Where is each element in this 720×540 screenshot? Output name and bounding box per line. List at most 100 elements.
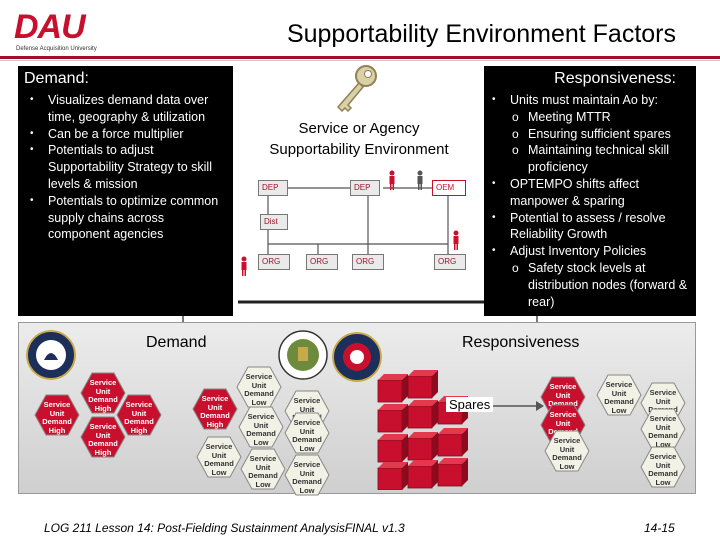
hex-label-line: Demand [246,429,276,439]
logo-tagline: Defense Acquisition University [16,46,97,52]
demand-bullet-text: Can be a force multiplier [48,126,184,141]
person-icon [241,256,247,276]
responsiveness-sub-text: Ensuring sufficient spares [528,126,671,141]
hex-label-line: Unit [555,390,571,400]
responsiveness-bullet-item: •Adjust Inventory Policies [484,243,696,260]
hex-label-line: Unit [131,408,147,418]
navy-seal-icon [26,330,76,380]
bullet-marker: • [30,94,34,105]
hex-label-line: Service [649,388,677,397]
hex-label-line: Unit [211,450,227,460]
hex-label-line: Unit [251,380,267,390]
responsiveness-sub-text: Safety stock levels at distribution node… [528,260,688,309]
demand-heading: Demand: [24,70,89,87]
hex-label-line: Service [125,400,153,409]
hex-label-line: Service [43,400,71,409]
bullet-marker: • [492,94,496,105]
hex-label-line: Unit [49,408,65,418]
hex-label-line: Demand [88,395,118,405]
sub-bullet-marker: o [512,126,519,141]
oem-box: OEM [432,180,466,196]
person-icon [389,170,395,190]
center-title: Service or Agency Supportability Environ… [236,118,482,160]
hex-label-line: Service [649,414,677,423]
hex-label-line: Demand [248,471,278,481]
hex-label-line: Demand [648,469,678,479]
hex-label-line: Demand [552,453,582,463]
center-title-line2: Supportability Environment [269,141,449,158]
hex-label-line: Demand [292,435,322,445]
spare-cube [437,458,468,487]
hex-label-line: Low [655,477,671,487]
spares-cubes-icon [377,370,468,490]
responsiveness-label: Responsiveness [462,334,580,351]
hex-label-line: Demand [244,389,274,399]
hex-label-line: Demand [204,459,234,469]
army-flag-seal-icon [332,332,382,382]
hex-label-line: Unit [611,388,627,398]
bullet-marker: • [30,127,34,139]
demand-bullet-text: Visualizes demand data over time, geogra… [48,93,209,124]
hex-label-line: Unit [299,426,315,436]
hex-label-line: Service [89,378,117,387]
responsiveness-bullet-text: Units must maintain Ao by: [510,93,658,107]
bullet-marker: • [492,211,496,223]
hex-label-line: Unit [559,444,575,454]
responsiveness-panel: Responsiveness: • Units must maintain Ao … [484,66,696,316]
responsiveness-bullet-text: OPTEMPO shifts affect manpower & sparing [510,176,639,208]
title-divider [0,56,720,59]
spare-cube [407,370,438,399]
hex-label-line: Low [253,437,269,447]
hex-label-line: Low [251,397,267,407]
demand-label: Demand [146,334,207,351]
hex-label-line: Unit [299,404,315,414]
hex-label-line: Service [549,382,577,391]
demand-bullet-list: • Visualizes demand data over time, geogr… [18,92,233,243]
responsiveness-heading: Responsiveness: [554,70,676,87]
hex-label-line: Service [649,452,677,461]
person-icon [417,170,423,190]
footer-page-number: 14-15 [644,521,675,535]
title-divider-shadow [0,60,720,61]
hex-label-line: Demand [604,397,634,407]
hex-label-line: Service [89,422,117,431]
hex-label-line: Low [299,443,315,453]
hex-label-line: Service [249,454,277,463]
responsiveness-bullet-text: Adjust Inventory Policies [510,244,647,259]
responsiveness-bullet-text: Potential to assess / resolve Reliabilit… [510,210,666,242]
hex-label-line: Unit [655,460,671,470]
network-lines [238,187,484,304]
slide-title: Supportability Environment Factors [286,20,676,48]
hex-label-line: Unit [95,430,111,440]
person-icon [453,230,459,250]
bullet-marker: • [30,194,34,206]
spare-cube [407,432,438,461]
center-title-line1: Service or Agency [298,120,420,137]
logo-letters: DAU [14,8,86,46]
hex-label-line: Service [293,418,321,427]
hex-label-line: High [206,419,224,429]
sub-bullet-marker: o [512,260,519,275]
spare-cube [407,400,438,429]
dist-box: Dist [260,214,288,230]
hex-label-line: Unit [255,462,271,472]
hex-label-line: Low [559,461,575,471]
org-box-1: ORG [258,254,290,270]
hex-label-line: Low [299,485,315,495]
hex-label-line: Service [201,394,229,403]
